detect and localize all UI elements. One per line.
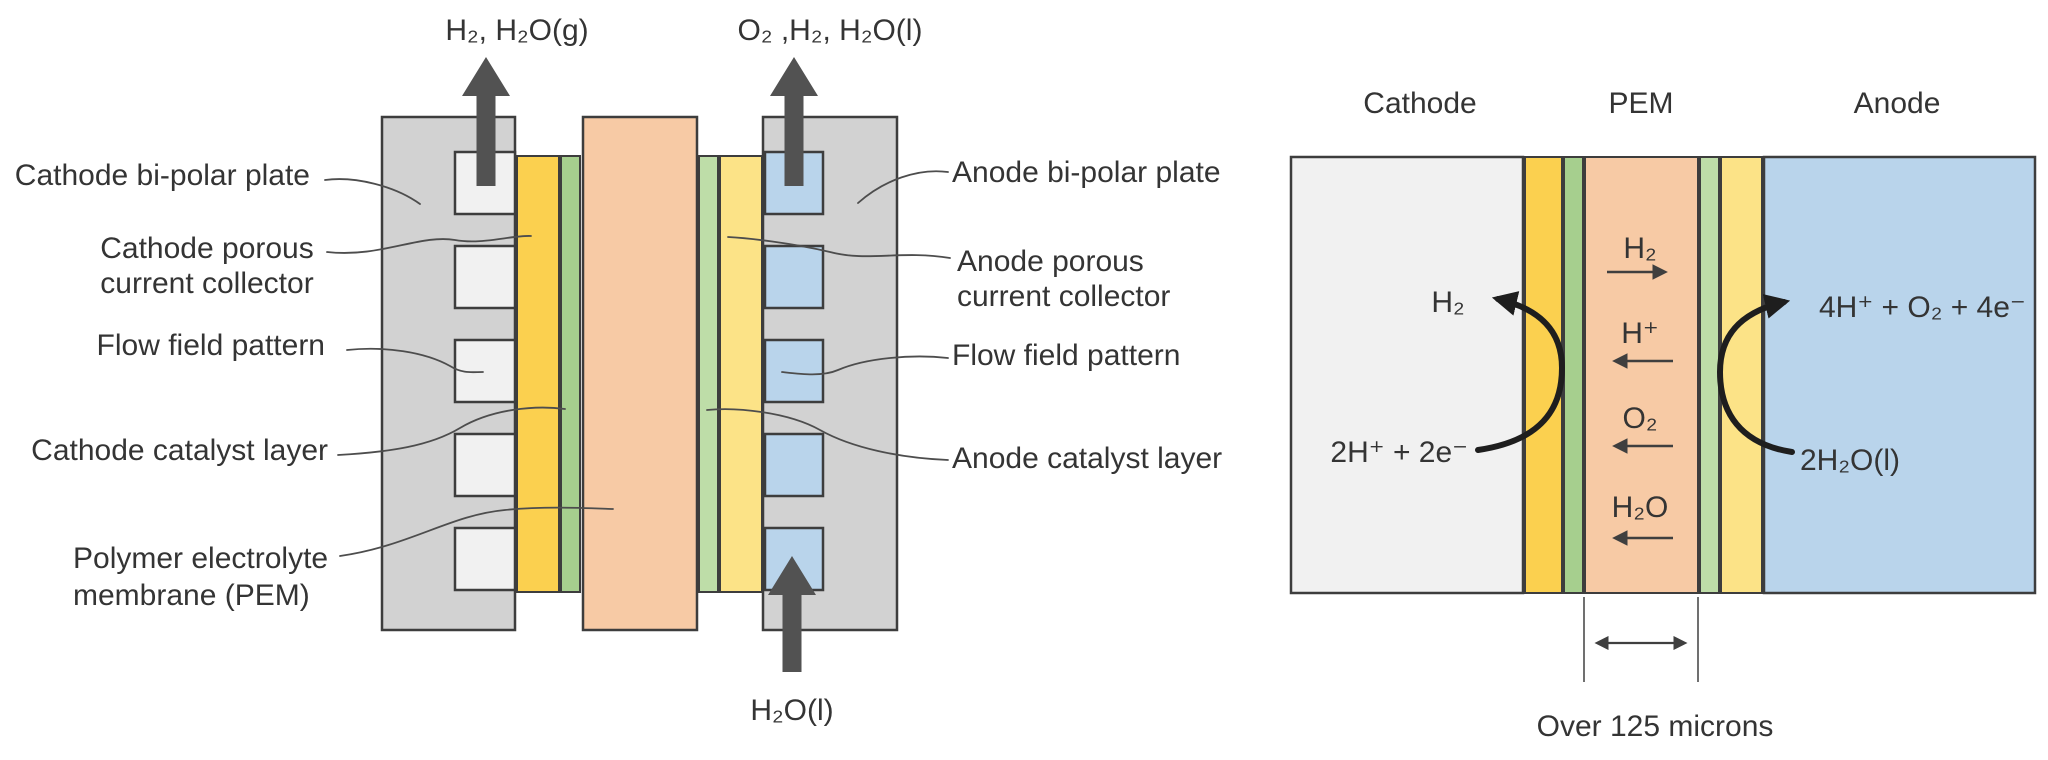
anode-catalyst-layer-shape bbox=[698, 155, 719, 593]
cathode-flow-channel-4 bbox=[453, 432, 517, 498]
cell-cross-section: H₂, H₂O(g) O₂ ,H₂, H₂O(l) H₂O(l) Cathode… bbox=[15, 14, 1222, 727]
membrane-h2o-label: H₂O bbox=[1612, 491, 1669, 524]
cathode-catalyst-layer-shape bbox=[560, 155, 581, 593]
leader-cathode-porous bbox=[326, 235, 532, 254]
hydrogen-outlet-arrow bbox=[462, 57, 510, 186]
leader-cathode-bipolar bbox=[324, 178, 421, 205]
anode-porous-strip bbox=[1720, 156, 1763, 594]
anode-bipolar-plate-label: Anode bi-polar plate bbox=[952, 156, 1221, 189]
anode-flow-channel-4 bbox=[763, 432, 825, 498]
leader-pem bbox=[339, 506, 614, 557]
pem-header: PEM bbox=[1608, 87, 1673, 120]
oxygen-outlet-arrow bbox=[770, 57, 818, 186]
membrane-hplus-label: H⁺ bbox=[1621, 317, 1659, 350]
anode-products-label: 4H⁺ + O₂ + 4e⁻ bbox=[1819, 291, 2026, 324]
cathode-porous-strip bbox=[1524, 156, 1563, 594]
anode-reaction-curve-arrow bbox=[1716, 294, 1795, 455]
cathode-product-label: H₂ bbox=[1431, 286, 1464, 319]
cathode-porous-label-line2: current collector bbox=[100, 267, 313, 300]
leader-anode-bipolar bbox=[857, 170, 949, 204]
membrane-thickness-label: Over 125 microns bbox=[1537, 710, 1774, 743]
cathode-catalyst-strip bbox=[1563, 156, 1584, 594]
anode-header: Anode bbox=[1854, 87, 1941, 120]
water-inlet-arrow bbox=[768, 556, 816, 672]
cathode-header: Cathode bbox=[1363, 87, 1476, 120]
anode-porous-label-line1: Anode porous bbox=[957, 245, 1144, 278]
leader-cathode-catalyst bbox=[337, 406, 566, 456]
cathode-flow-channel-2 bbox=[453, 244, 517, 310]
pem-label-line1: Polymer electrolyte bbox=[73, 542, 328, 575]
pem-strip bbox=[1584, 156, 1699, 594]
leader-flow-field-left bbox=[346, 347, 484, 374]
anode-catalyst-strip bbox=[1699, 156, 1720, 594]
cathode-catalyst-label: Cathode catalyst layer bbox=[31, 434, 328, 467]
cathode-compartment-box bbox=[1289, 155, 1525, 595]
cathode-reaction-curve-arrow bbox=[1475, 291, 1566, 453]
cathode-reaction-label: 2H⁺ + 2e⁻ bbox=[1330, 436, 1468, 469]
anode-flow-channel-2 bbox=[763, 244, 825, 310]
pem-membrane-shape bbox=[581, 115, 699, 632]
membrane-h2-label: H₂ bbox=[1623, 232, 1656, 265]
cathode-porous-collector-shape bbox=[516, 155, 560, 593]
cathode-bipolar-plate-label: Cathode bi-polar plate bbox=[15, 159, 310, 192]
cathode-flow-channel-5 bbox=[453, 526, 517, 592]
leader-anode-catalyst bbox=[706, 408, 949, 461]
anode-outlet-label: O₂ ,H₂, H₂O(l) bbox=[738, 14, 923, 47]
cathode-porous-label-line1: Cathode porous bbox=[100, 232, 314, 265]
anode-feed-label: 2H₂O(l) bbox=[1800, 444, 1900, 477]
leader-anode-porous bbox=[727, 236, 951, 259]
pem-label-line2: membrane (PEM) bbox=[73, 579, 310, 612]
flow-field-right-label: Flow field pattern bbox=[952, 339, 1180, 372]
water-inlet-label: H₂O(l) bbox=[750, 694, 833, 727]
anode-porous-collector-shape bbox=[719, 155, 763, 593]
anode-catalyst-label: Anode catalyst layer bbox=[952, 442, 1222, 475]
flow-field-left-label: Flow field pattern bbox=[97, 329, 325, 362]
membrane-transport-schematic: Cathode PEM Anode H₂ H⁺ O₂ H₂O H₂ 2H⁺ + … bbox=[1289, 87, 2037, 743]
membrane-o2-label: O₂ bbox=[1623, 402, 1658, 435]
cathode-outlet-label: H₂, H₂O(g) bbox=[445, 14, 588, 47]
anode-porous-label-line2: current collector bbox=[957, 280, 1170, 313]
anode-compartment-box bbox=[1762, 155, 2037, 595]
leader-flow-field-right bbox=[781, 355, 949, 376]
anode-flow-channel-3 bbox=[763, 338, 825, 404]
